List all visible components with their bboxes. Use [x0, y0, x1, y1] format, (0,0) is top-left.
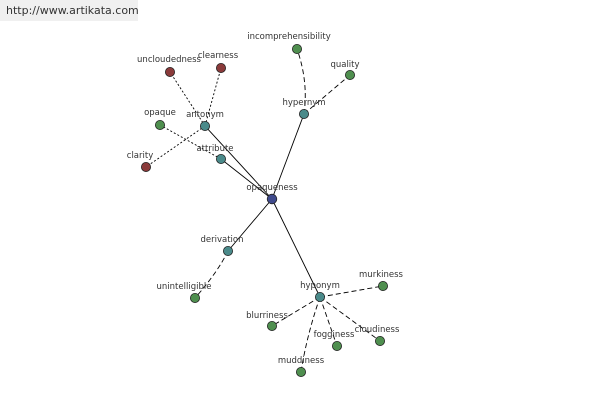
graph-nodes: [140, 44, 388, 377]
edge-opaqueness-antonym: [204, 125, 273, 200]
label-hypernym: hypernym: [282, 98, 325, 108]
edge-opaqueness-derivation: [227, 198, 273, 252]
node-fogginess[interactable]: [331, 340, 342, 351]
label-hyponym: hyponym: [300, 281, 340, 291]
node-murkiness[interactable]: [377, 280, 388, 291]
label-unintelligible: unintelligible: [157, 282, 212, 292]
label-quality: quality: [330, 60, 359, 70]
edge-antonym-uncloudedness: [169, 71, 206, 127]
edge-opaqueness-hyponym: [271, 198, 321, 298]
node-antonym[interactable]: [199, 121, 210, 132]
node-quality[interactable]: [344, 70, 355, 81]
node-uncloudedness[interactable]: [164, 67, 175, 78]
node-muddiness[interactable]: [295, 366, 306, 377]
node-incomprehensibility[interactable]: [291, 44, 302, 55]
edge-opaqueness-hypernym: [271, 113, 305, 200]
label-cloudiness: cloudiness: [355, 325, 400, 335]
node-blurriness[interactable]: [266, 320, 277, 331]
node-unintelligible[interactable]: [189, 292, 200, 303]
label-blurriness: blurriness: [246, 311, 288, 321]
edge-hyponym-cloudiness: [319, 296, 381, 342]
label-incomprehensibility: incomprehensibility: [247, 32, 330, 42]
edge-hyponym-fogginess: [319, 296, 338, 347]
edge-opaqueness-attribute: [220, 158, 273, 200]
label-opaque: opaque: [144, 108, 176, 118]
edge-hyponym-muddiness: [300, 296, 321, 373]
edge-hyponym-blurriness: [271, 296, 321, 327]
label-clearness: clearness: [198, 51, 239, 61]
site-url[interactable]: http://www.artikata.com: [0, 0, 139, 21]
label-uncloudedness: uncloudedness: [137, 55, 201, 65]
node-opaqueness[interactable]: [266, 193, 278, 205]
label-murkiness: murkiness: [359, 270, 403, 280]
edge-hyponym-murkiness: [319, 285, 384, 298]
node-attribute[interactable]: [215, 153, 226, 164]
label-muddiness: muddiness: [278, 356, 325, 366]
label-attribute: attribute: [196, 144, 233, 154]
edge-hypernym-quality: [303, 74, 351, 115]
node-cloudiness[interactable]: [374, 335, 385, 346]
node-clearness[interactable]: [215, 63, 226, 74]
node-hyponym[interactable]: [314, 291, 325, 302]
label-antonym: antonym: [186, 110, 224, 120]
node-opaque[interactable]: [154, 120, 165, 131]
graph-edges: [145, 48, 384, 373]
node-derivation[interactable]: [222, 245, 233, 256]
node-clarity[interactable]: [140, 161, 151, 172]
label-opaqueness: opaqueness: [246, 183, 298, 193]
label-derivation: derivation: [200, 235, 243, 245]
node-hypernym[interactable]: [298, 109, 309, 120]
label-fogginess: fogginess: [314, 330, 355, 340]
edge-hypernym-incomprehensibility: [296, 48, 306, 115]
label-clarity: clarity: [127, 151, 153, 161]
